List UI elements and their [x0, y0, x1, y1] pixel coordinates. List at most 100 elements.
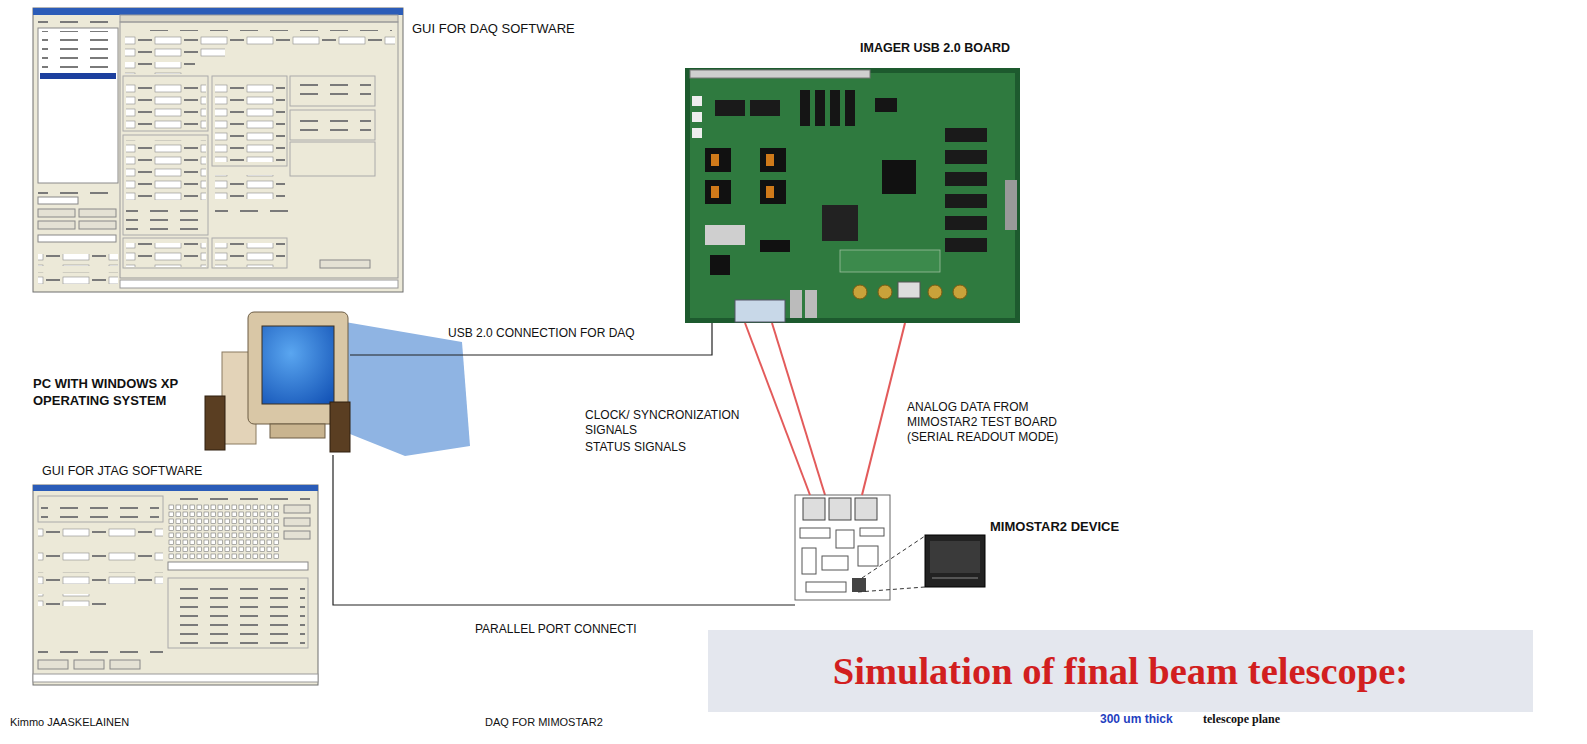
jtag-gui-screenshot: [171, 582, 305, 644]
imager-board-photo: [715, 100, 745, 116]
imager-board-photo: [760, 240, 790, 252]
imager-board-photo: [945, 216, 987, 230]
daq-gui-screenshot: [38, 221, 75, 229]
jtag-gui-screenshot: [74, 660, 104, 669]
pc-illustration: [330, 402, 350, 452]
daq-gui-screenshot: [215, 208, 295, 214]
daq-gui-screenshot: [125, 48, 225, 60]
connector: [862, 323, 905, 495]
daq-gui-screenshot: [290, 110, 375, 140]
test-board-illustration: [795, 495, 890, 600]
imager-board-photo: [800, 90, 810, 126]
daq-gui-screenshot: [140, 26, 392, 31]
daq-gui-screenshot: [38, 28, 118, 183]
daq-gui-screenshot: [33, 8, 403, 292]
screenshot-panel: GUI FOR DAQ SOFTWARE: [33, 8, 593, 293]
imager-board-photo: [760, 148, 786, 172]
dimension-label: 300 um thick: [1100, 712, 1173, 727]
daq-gui-screenshot: [290, 76, 375, 106]
jtag-gui-screenshot: [33, 674, 318, 682]
daq-gui-screenshot: [79, 209, 116, 217]
signal-wire: [772, 323, 825, 495]
imager-board-photo: [692, 128, 702, 138]
jtag-gui-screenshot: [38, 528, 163, 540]
imager-board-photo: [705, 148, 731, 172]
test-board-illustration: [822, 556, 848, 570]
test-board-illustration: [862, 536, 925, 578]
imager-board-photo: [711, 154, 719, 166]
pc-illustration: [205, 396, 225, 450]
jtag-gui-screenshot: [33, 485, 318, 491]
test-board-illustration: [860, 528, 884, 536]
test-board-illustration: [858, 546, 878, 566]
jtag-gui-screenshot: [284, 531, 310, 539]
daq-gui-screenshot: [38, 209, 75, 217]
imager-board-photo: [945, 172, 987, 186]
test-board-illustration: [930, 541, 980, 573]
test-board-illustration: [852, 578, 866, 592]
daq-gui-screenshot: [38, 197, 78, 204]
imager-board-photo: [882, 160, 916, 194]
daq-gui-screenshot: [38, 188, 118, 194]
jtag-gui-screenshot: [33, 485, 318, 685]
daq-gui-screenshot: [293, 116, 371, 136]
board-heading: IMAGER USB 2.0 BOARD: [860, 40, 1010, 56]
daq-gui-screenshot: [38, 19, 118, 25]
panel-heading: GUI FOR JTAG SOFTWARE: [42, 463, 202, 479]
author-label: Kimmo JAASKELAINEN: [10, 715, 129, 730]
daq-gui-screenshot: [126, 204, 206, 232]
daq-gui-screenshot: [120, 22, 398, 278]
jtag-gui-screenshot: [38, 572, 163, 584]
daq-gui-screenshot: [290, 142, 375, 176]
imager-board-photo: [685, 68, 1020, 323]
daq-gui-screenshot: [79, 221, 116, 229]
device-label: MIMOSTAR2 DEVICE: [990, 519, 1119, 535]
jtag-gui-screenshot: [41, 500, 159, 520]
pc-illustration: [345, 322, 470, 456]
daq-gui-screenshot: [38, 254, 118, 266]
connector: [333, 455, 795, 605]
detector-board: MIMOSTAR2 DEVICE: [795, 495, 1140, 612]
imager-board-photo: [898, 282, 920, 298]
daq-gui-screenshot: [123, 238, 208, 268]
daq-gui-screenshot: [42, 31, 112, 73]
jtag-gui-screenshot: [38, 594, 108, 606]
imager-board-photo: [830, 90, 840, 126]
imager-board-photo: [815, 90, 825, 126]
edge-label: USB 2.0 CONNECTION FOR DAQ: [448, 326, 635, 341]
banner-box: Simulation of final beam telescope:: [708, 630, 1533, 712]
imager-board-photo: [953, 285, 967, 299]
daq-gui-screenshot: [215, 243, 285, 267]
test-board-illustration: [795, 495, 985, 600]
test-board-illustration: [925, 535, 985, 587]
daq-gui-screenshot: [33, 8, 403, 15]
daq-gui-screenshot: [38, 272, 118, 284]
daq-gui-screenshot: [33, 8, 403, 292]
screenshot-panel: GUI FOR JTAG SOFTWARE: [33, 462, 318, 685]
test-board-illustration: [802, 548, 816, 574]
computer-heading: PC WITH WINDOWS XP OPERATING SYSTEM: [33, 375, 218, 409]
imager-board-photo: [685, 68, 1020, 323]
daq-gui-screenshot: [215, 175, 285, 199]
daq-gui-screenshot: [126, 82, 206, 130]
test-board-illustration: [836, 530, 854, 548]
daq-gui-screenshot: [38, 235, 116, 242]
connector: [350, 323, 712, 355]
daq-gui-screenshot: [293, 82, 371, 102]
test-board-illustration: [800, 528, 830, 538]
daq-gui-screenshot: [40, 73, 116, 79]
imager-board-photo: [840, 250, 940, 272]
imager-board-photo: [750, 100, 780, 116]
jtag-gui-screenshot: [33, 485, 318, 685]
footer-label: DAQ FOR MIMOSTAR2: [485, 715, 603, 730]
daq-gui-screenshot: [126, 140, 206, 200]
jtag-gui-screenshot: [38, 496, 163, 522]
daq-gui-screenshot: [123, 76, 208, 131]
imager-board-photo: [845, 90, 855, 126]
edge-label: PARALLEL PORT CONNECTI: [475, 622, 637, 637]
signal-label: STATUS SIGNALS: [585, 440, 686, 455]
pc-illustration: [270, 424, 325, 438]
imager-board-photo: [945, 194, 987, 208]
computer: PC WITH WINDOWS XP OPERATING SYSTEM: [30, 310, 350, 455]
